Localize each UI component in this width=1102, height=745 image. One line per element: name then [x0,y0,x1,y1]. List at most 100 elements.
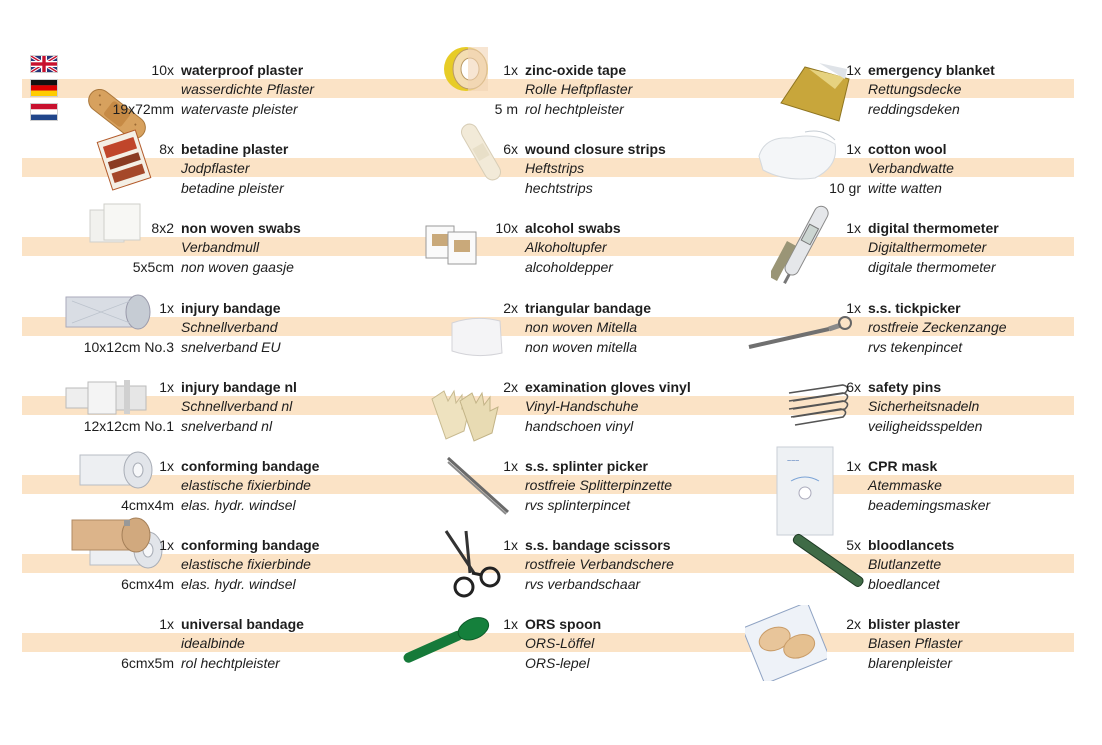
item-name-nl: snelverband nl [181,417,273,434]
item-name-en: conforming bandage [181,537,320,554]
german-translation-band [22,395,1074,415]
item-quantity: 5x [846,537,861,554]
item-name-de: Schnellverband nl [181,397,293,414]
item-name-en: injury bandage nl [181,378,297,395]
item-name-de: ORS-Löffel [525,635,595,652]
item-name-de: Verbandmull [181,239,260,256]
item-name-nl: ORS-lepel [525,655,590,672]
item-size: 10 gr [829,180,861,197]
item-quantity: 1x [846,458,861,474]
alcohol-swab-icon [422,220,482,275]
item-name-en: non woven swabs [181,220,301,237]
item-name-en: s.s. tickpicker [868,299,961,316]
item-name-en: universal bandage [181,616,304,633]
item-quantity: 1x [159,378,174,395]
item-name-nl: non woven mitella [525,338,638,355]
language-flags [30,55,58,127]
item-name-de: rostfreie Zeckenzange [868,318,1007,335]
item-name-nl: watervaste pleister [181,101,298,117]
item-name-nl: beademingsmasker [868,497,991,513]
item-name-en: s.s. splinter picker [525,458,648,474]
item-name-en: injury bandage [181,299,281,316]
item-size: 19x72mm [112,101,174,117]
item-quantity: 1x [159,537,174,554]
item-name-de: Heftstrips [525,160,585,177]
item-name-nl: betadine pleister [181,180,284,197]
svg-text:~~~: ~~~ [787,458,799,465]
item-quantity: 1x [846,220,861,237]
spoon-icon [396,614,496,673]
germany-flag-icon [30,79,58,97]
item-name-en: s.s. bandage scissors [525,537,671,554]
item-quantity: 10x [151,62,174,78]
german-translation-band [22,554,1074,574]
item-name-de: non woven Mitella [525,318,638,335]
item-name-en: examination gloves vinyl [525,378,691,395]
item-name-nl: snelverband EU [181,338,281,355]
item-quantity: 1x [846,141,861,158]
item-name-en: cotton wool [868,141,947,158]
item-size: 10x12cm No.3 [83,338,174,355]
item-size: 4cmx4m [121,497,174,513]
item-name-nl: rvs tekenpincet [868,338,963,355]
item-name-de: wasserdichte Pflaster [181,81,315,97]
thermometer-icon [768,201,841,296]
item-name-nl: non woven gaasje [181,259,294,276]
item-size: 5x5cm [132,259,174,276]
triangular-bandage-icon [446,313,506,366]
item-name-en: triangular bandage [525,299,652,316]
uk-flag-icon [30,55,58,73]
item-name-en: alcohol swabs [525,220,621,237]
item-name-de: Blasen Pflaster [868,635,963,652]
item-name-de: Schnellverband [181,318,278,335]
item-quantity: 1x [159,299,174,316]
item-name-nl: witte watten [868,180,942,197]
item-quantity: 6x [846,378,861,395]
item-name-en: digital thermometer [868,220,999,237]
item-name-de: Vinyl-Handschuhe [525,397,639,414]
item-name-nl: handschoen vinyl [525,417,634,434]
cotton-wool-icon [755,126,841,191]
item-name-en: emergency blanket [868,62,995,78]
item-name-en: blister plaster [868,616,960,633]
item-name-nl: digitale thermometer [868,259,996,276]
item-name-nl: rol hechtpleister [181,655,280,672]
item-name-nl: hechtstrips [525,180,593,197]
gloves-icon [426,387,506,450]
item-name-de: Digitalthermometer [868,239,987,256]
closure-strips-icon [444,120,518,189]
swab-icon [84,200,144,255]
item-name-en: bloodlancets [868,537,955,554]
item-size: 5 m [494,101,518,117]
german-translation-band [22,316,1074,336]
item-quantity: 2x [503,299,518,316]
item-name-en: zinc-oxide tape [525,62,627,78]
lancet-icon [783,530,875,597]
item-name-de: elastische fixierbinde [181,556,311,573]
item-name-nl: elas. hydr. windsel [181,497,296,513]
item-name-de: Sicherheitsnadeln [868,397,980,414]
item-name-nl: elas. hydr. windsel [181,576,296,593]
item-name-de: Alkoholtupfer [525,239,607,256]
item-quantity: 8x [159,141,174,158]
item-name-de: elastische fixierbinde [181,477,311,493]
item-name-en: ORS spoon [525,616,602,633]
item-quantity: 10x [495,220,518,237]
item-name-nl: blarenpleister [868,655,953,672]
